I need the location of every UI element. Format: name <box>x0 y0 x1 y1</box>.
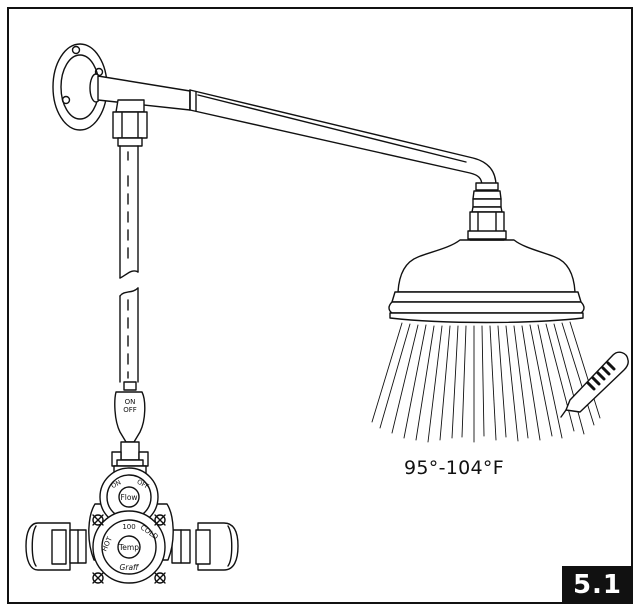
riser-pipe-lower <box>119 287 139 391</box>
shutoff-valve: ON OFF <box>111 391 149 475</box>
shutoff-on-label: ON <box>125 398 136 406</box>
figure-number-badge: 5.1 <box>562 566 633 604</box>
temperature-range-label: 95°-104°F <box>404 457 504 479</box>
riser-pipe-upper <box>112 99 148 279</box>
thermometer-icon <box>560 351 629 418</box>
ring-100-label: 100 <box>122 523 135 531</box>
shower-arm <box>97 75 497 187</box>
flow-label: Flow <box>120 493 137 502</box>
temp-label: Temp <box>118 543 139 552</box>
water-spray <box>371 321 601 443</box>
brand-label: Graff <box>120 563 140 572</box>
shutoff-off-label: OFF <box>123 406 137 414</box>
ring-on-label: ON <box>110 478 123 490</box>
shower-head-neck <box>467 182 507 240</box>
thermostatic-mixer: Flow ON OFF Temp 100 COLD HOT Graff <box>25 467 239 584</box>
shower-rose <box>388 239 585 324</box>
